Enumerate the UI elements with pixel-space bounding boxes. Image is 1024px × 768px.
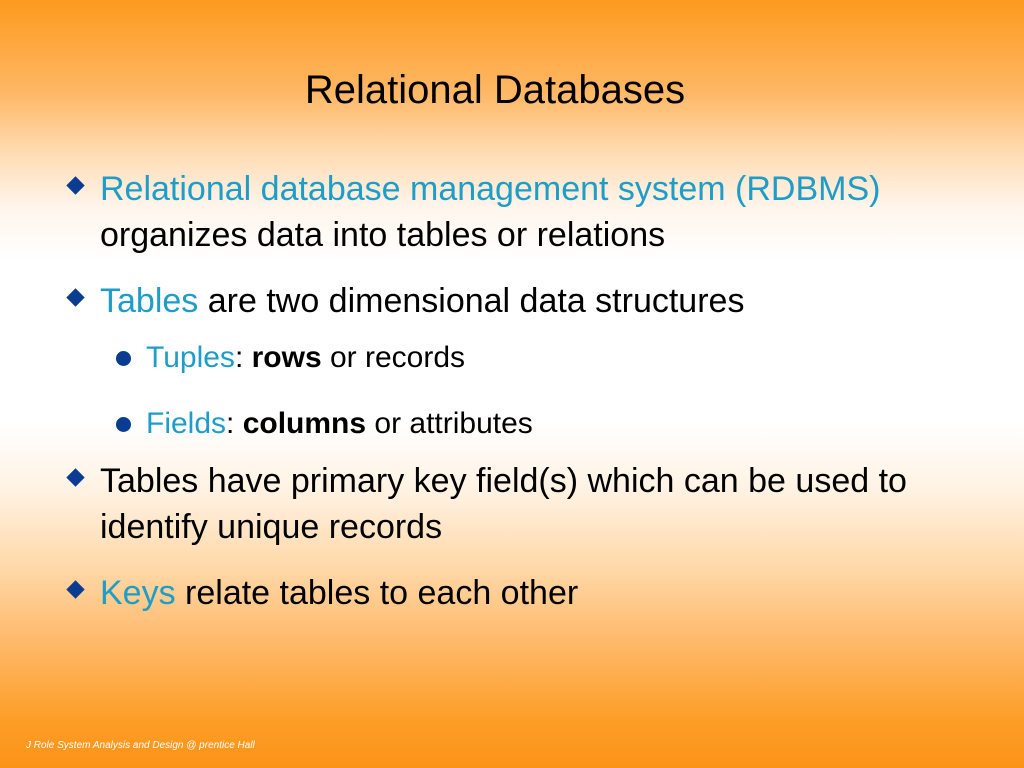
diamond-bullet-icon — [66, 468, 85, 487]
bullet-highlight: Keys — [100, 574, 176, 612]
diamond-bullet-icon — [66, 288, 85, 307]
dot-bullet-icon — [116, 351, 131, 366]
sub-bullet-text: or attributes — [366, 407, 533, 440]
sub-bullet-highlight: Fields — [146, 407, 227, 440]
sub-bullet-text: or records — [321, 341, 466, 374]
sub-bullet-bold: columns — [242, 407, 367, 440]
bullet-highlight: Tables — [100, 282, 199, 320]
sub-bullet-separator: : — [226, 407, 243, 440]
bullet-tables: Tables are two dimensional data structur… — [66, 278, 986, 324]
sub-bullet-fields: Fields: columns or attributes — [66, 404, 986, 444]
sub-bullet-separator: : — [234, 341, 252, 374]
sub-bullet-highlight: Tuples — [146, 341, 235, 374]
bullet-highlight: Relational database management system (R… — [100, 170, 881, 208]
bullet-text: are two dimensional data structures — [198, 282, 745, 320]
slide-footer: J Role System Analysis and Design @ pren… — [26, 740, 255, 751]
slide-title: Relational Databases — [304, 68, 686, 112]
bullet-text: Tables have primary key field(s) which c… — [100, 462, 907, 546]
bullet-text: relate tables to each other — [175, 574, 579, 612]
bullet-list: Relational database management system (R… — [66, 166, 986, 616]
bullet-keys: Keys relate tables to each other — [66, 570, 986, 616]
sub-bullet-tuples: Tuples: rows or records — [66, 338, 986, 378]
bullet-primary-key: Tables have primary key field(s) which c… — [66, 458, 986, 550]
dot-bullet-icon — [116, 417, 131, 432]
diamond-bullet-icon — [66, 580, 85, 599]
bullet-text: organizes data into tables or relations — [100, 216, 666, 254]
sub-bullet-bold: rows — [251, 341, 322, 374]
diamond-bullet-icon — [66, 176, 85, 195]
bullet-rdbms: Relational database management system (R… — [66, 166, 986, 258]
